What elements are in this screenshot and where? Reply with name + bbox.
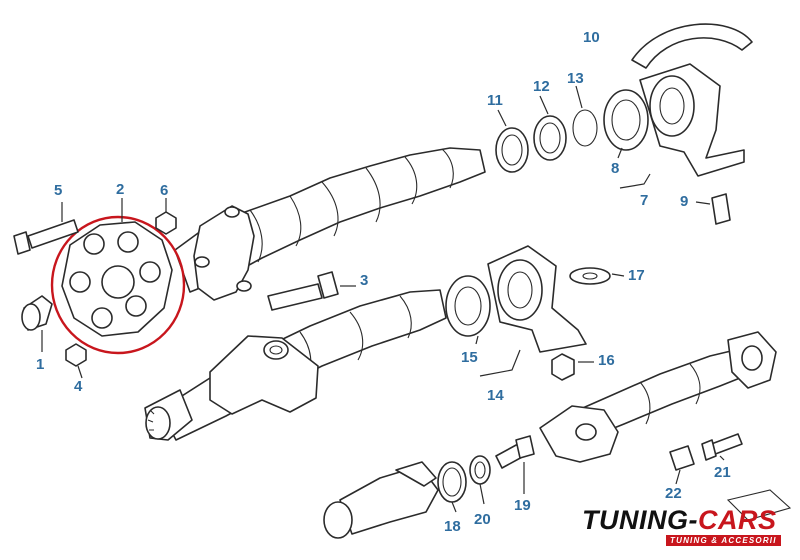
callout-20: 20	[474, 511, 491, 528]
part-4-nut	[65, 343, 87, 367]
callout-19: 19	[514, 497, 531, 514]
callout-2: 2	[116, 181, 125, 198]
upper-center-bearing	[495, 23, 753, 225]
lower-small-parts	[437, 433, 743, 503]
part-3-bolt	[267, 271, 339, 311]
callout-12: 12	[533, 78, 550, 95]
callout-18: 18	[444, 518, 461, 535]
part-5-bolt	[13, 219, 79, 255]
upper-drive-shaft	[174, 147, 486, 301]
callout-7: 7	[640, 192, 649, 209]
callout-21: 21	[714, 464, 731, 481]
flex-disc	[61, 221, 173, 337]
callout-14: 14	[487, 387, 504, 404]
tuning-cars-logo: TUNING-CARS TUNING & ACCESORII	[582, 505, 794, 553]
callout-5: 5	[54, 182, 63, 199]
callout-16: 16	[598, 352, 615, 369]
callout-4: 4	[74, 378, 83, 395]
callout-6: 6	[160, 182, 169, 199]
lower-drive-shaft	[144, 289, 447, 441]
callout-3: 3	[360, 272, 369, 289]
callout-8: 8	[611, 160, 620, 177]
highlight-circle	[50, 215, 186, 355]
callout-15: 15	[461, 349, 478, 366]
part-6-nut	[155, 211, 177, 235]
logo-word-b: CARS	[697, 505, 777, 535]
lower-center-bearing	[445, 245, 611, 381]
callout-1: 1	[36, 356, 45, 373]
callout-9: 9	[680, 193, 689, 210]
callout-11: 11	[487, 92, 503, 109]
part-1-sleeve	[21, 295, 53, 331]
logo-wordmark: TUNING-CARS	[582, 505, 777, 536]
callout-10: 10	[583, 29, 600, 46]
front-shaft-stub	[323, 461, 439, 539]
rear-drive-shaft	[539, 331, 792, 521]
leader-lines	[41, 85, 725, 513]
logo-word-a: TUNING-	[582, 505, 698, 535]
logo-tagline: TUNING & ACCESORII	[666, 535, 781, 546]
callout-13: 13	[567, 70, 584, 87]
callout-17: 17	[628, 267, 645, 284]
callout-22: 22	[665, 485, 682, 502]
